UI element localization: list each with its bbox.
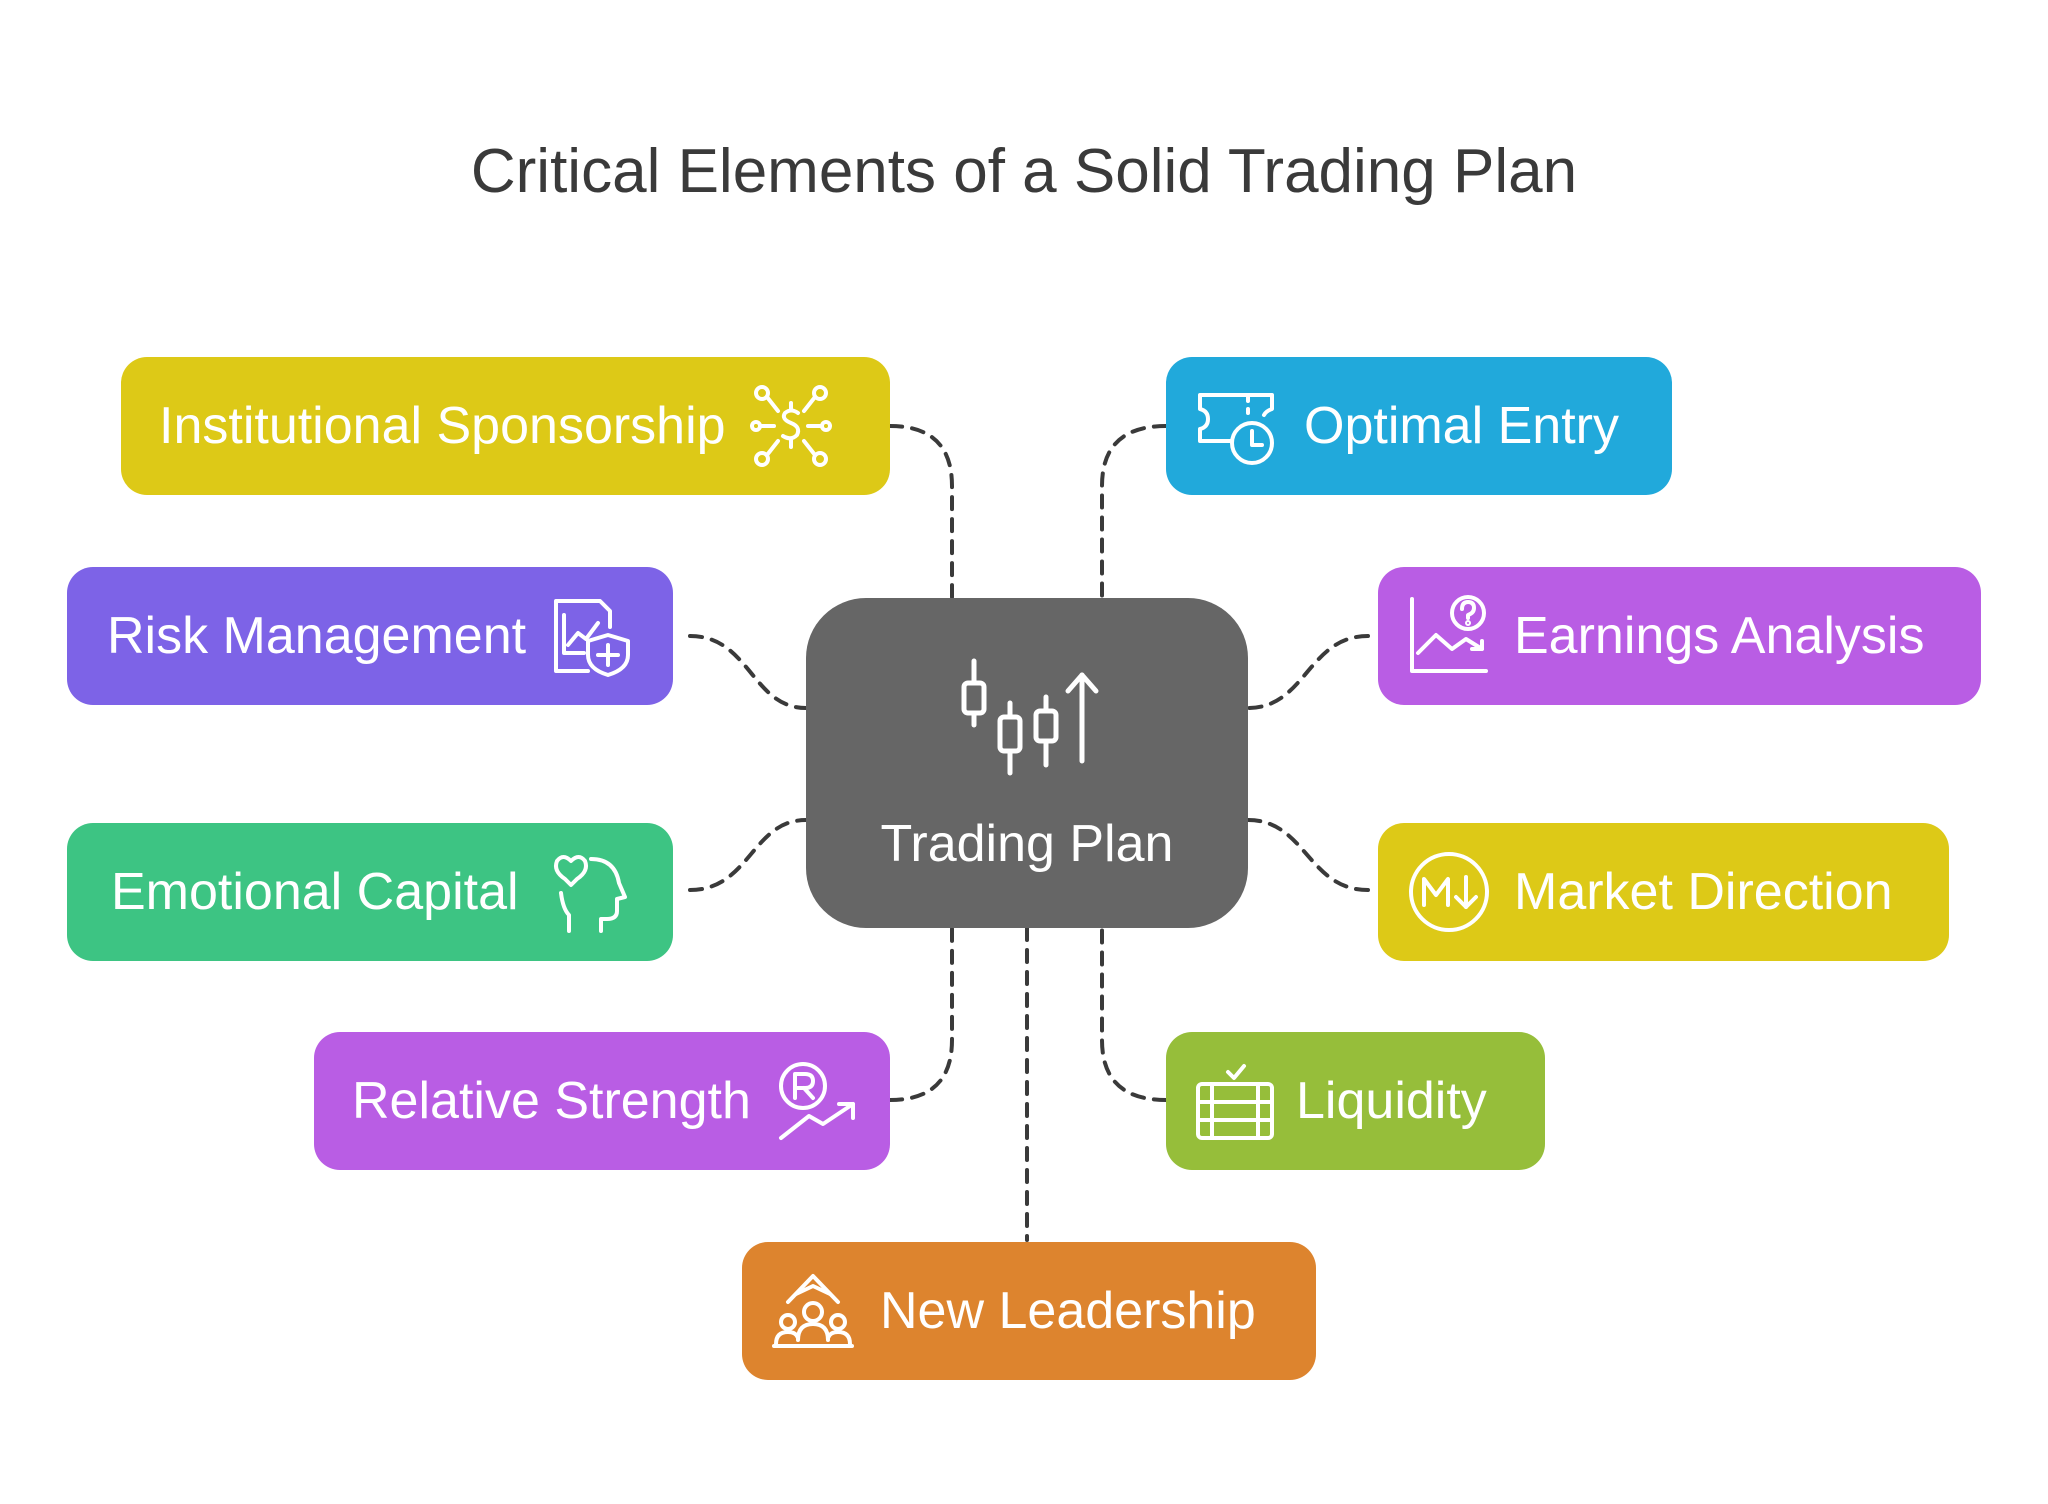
heart-head-icon: [545, 849, 631, 935]
node-optimal-entry: Optimal Entry: [1166, 357, 1672, 495]
node-label: Market Direction: [1514, 863, 1893, 921]
node-label: Risk Management: [107, 607, 527, 665]
trading-plan-label: Trading Plan: [880, 814, 1174, 873]
connector-optimal-entry: [1100, 424, 1168, 600]
node-label: Emotional Capital: [111, 863, 519, 921]
node-label: Liquidity: [1296, 1072, 1487, 1130]
node-risk-management: Risk Management: [67, 567, 673, 705]
connector-relative-strength: [888, 926, 954, 1102]
node-label: Institutional Sponsorship: [159, 397, 726, 455]
leader-group-icon: [770, 1268, 856, 1354]
candlestick-chart-icon: [952, 653, 1102, 788]
diagram-title: Critical Elements of a Solid Trading Pla…: [470, 137, 1578, 206]
node-label: Optimal Entry: [1304, 397, 1619, 455]
cash-stack-icon: [1192, 1058, 1278, 1144]
connector-emotional-capital: [688, 818, 808, 892]
node-label: Relative Strength: [352, 1072, 751, 1130]
node-label: Earnings Analysis: [1514, 607, 1925, 665]
connector-institutional-sponsorship: [888, 424, 954, 600]
chart-question-icon: [1406, 593, 1492, 679]
node-institutional-sponsorship: Institutional Sponsorship: [121, 357, 890, 495]
connector-liquidity: [1100, 926, 1168, 1102]
registered-trend-icon: [773, 1058, 859, 1144]
node-label: New Leadership: [880, 1282, 1256, 1340]
connector-market-direction: [1246, 818, 1370, 892]
ticket-clock-icon: [1192, 383, 1278, 469]
trading-plan-center-node: Trading Plan: [806, 598, 1248, 928]
m-down-arrow-icon: [1406, 849, 1492, 935]
money-network-icon: [748, 383, 834, 469]
chart-shield-icon: [548, 593, 634, 679]
connector-earnings-analysis: [1246, 634, 1370, 710]
connector-risk-management: [688, 634, 808, 710]
node-new-leadership: New Leadership: [742, 1242, 1316, 1380]
node-relative-strength: Relative Strength: [314, 1032, 890, 1170]
node-emotional-capital: Emotional Capital: [67, 823, 673, 961]
node-earnings-analysis: Earnings Analysis: [1378, 567, 1981, 705]
node-liquidity: Liquidity: [1166, 1032, 1545, 1170]
node-market-direction: Market Direction: [1378, 823, 1949, 961]
